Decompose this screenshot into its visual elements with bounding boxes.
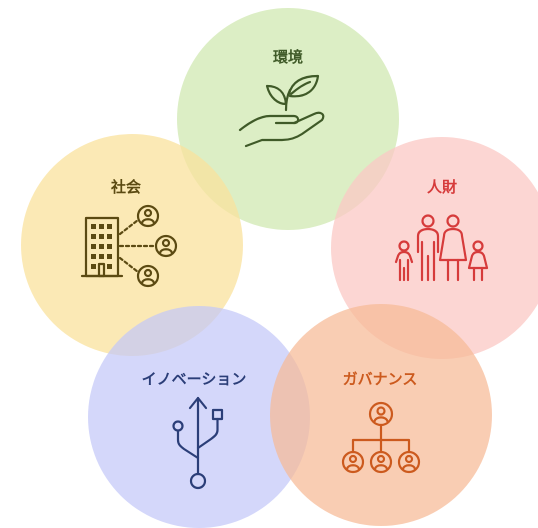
plant-in-hand-icon <box>238 74 325 148</box>
org-chart-icon <box>341 401 421 474</box>
innovation-label: イノベーション <box>141 370 247 388</box>
governance-label: ガバナンス <box>342 370 418 388</box>
environment-label: 環境 <box>272 48 304 66</box>
society-label: 社会 <box>110 178 142 196</box>
family-icon <box>394 214 489 282</box>
building-network-icon <box>80 204 178 288</box>
human-resources-label: 人財 <box>426 178 458 196</box>
usb-icon <box>172 396 224 490</box>
